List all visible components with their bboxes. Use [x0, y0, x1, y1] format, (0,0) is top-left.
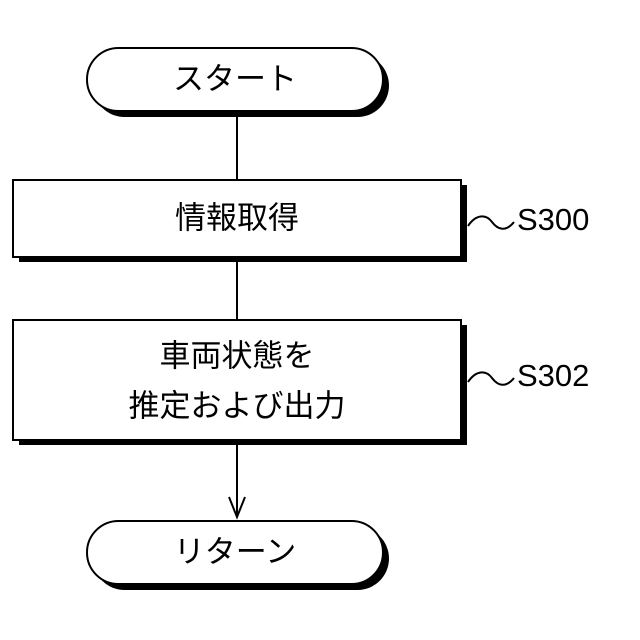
end-label: リターン — [174, 535, 296, 571]
process-box-s300: 情報取得 — [13, 180, 467, 262]
step-id-s300: S300 — [517, 202, 589, 237]
start-terminal: スタート — [87, 48, 389, 117]
process-label-s302-line1: 車両状態を — [160, 339, 315, 375]
process-label-s300: 情報取得 — [175, 201, 299, 237]
process-label-s302-line2: 推定および出力 — [129, 389, 346, 425]
leader-s302 — [468, 372, 514, 384]
end-terminal: リターン — [87, 521, 389, 590]
step-id-s302: S302 — [517, 358, 589, 393]
process-box-s302: 車両状態を 推定および出力 — [13, 320, 467, 445]
connector-s302-to-end — [229, 440, 245, 517]
start-label: スタート — [173, 62, 297, 98]
leader-s300 — [468, 216, 514, 228]
